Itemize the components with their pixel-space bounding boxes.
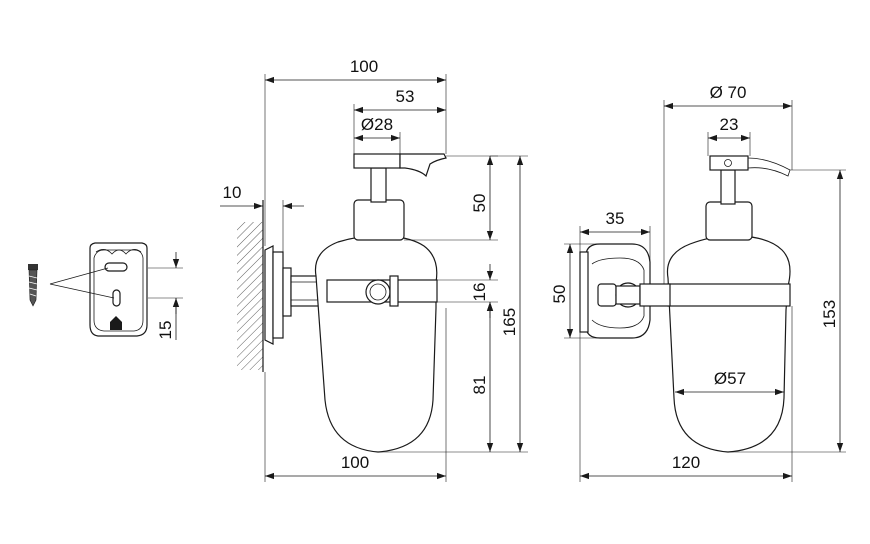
dim-d57-label: Ø57 (714, 369, 746, 388)
dim-35-label: 35 (606, 209, 625, 228)
wall-hatch-icon (237, 222, 263, 370)
dim-15-label: 15 (156, 321, 175, 340)
dim-23-label: 23 (720, 115, 739, 134)
dim-120-label: 120 (672, 453, 700, 472)
screw-pointer-line-1 (49, 267, 109, 285)
wall-screw-icon (28, 264, 38, 307)
dim-16-label: 16 (470, 283, 489, 302)
dim-165-label: 165 (500, 308, 519, 336)
screw-pointer-line-2 (49, 283, 115, 299)
front-view: Ø 70 23 35 50 153 Ø57 120 (550, 83, 846, 482)
dim-100-bottom-label: 100 (341, 453, 369, 472)
dim-10-label: 10 (223, 183, 242, 202)
dim-50-front-label: 50 (550, 285, 569, 304)
side-view: 100 53 Ø28 10 50 16 165 81 (220, 57, 528, 482)
dim-d28-label: Ø28 (361, 115, 393, 134)
dim-50-label: 50 (470, 194, 489, 213)
dim-53-label: 53 (396, 87, 415, 106)
dim-d70-label: Ø 70 (710, 83, 747, 102)
mounting-plate-detail: 15 (28, 242, 183, 340)
dim-81-label: 81 (470, 376, 489, 395)
dim-100-top-label: 100 (350, 57, 378, 76)
mounting-plate-icon (89, 242, 148, 337)
dim-153-label: 153 (820, 300, 839, 328)
